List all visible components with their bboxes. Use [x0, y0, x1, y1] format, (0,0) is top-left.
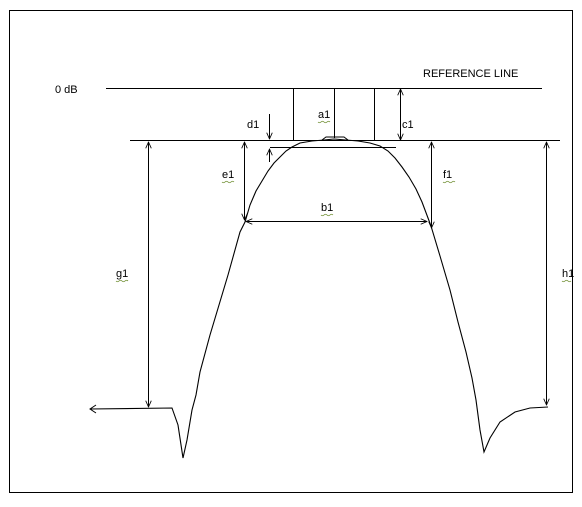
f1-underline — [442, 180, 456, 184]
label-e1: e1 — [222, 169, 234, 181]
diagram-border — [9, 10, 573, 493]
label-a1: a1 — [318, 109, 330, 121]
label-g1: g1 — [116, 268, 128, 280]
label-b1: b1 — [321, 202, 333, 214]
response-curve — [89, 138, 549, 459]
b1-underline — [320, 213, 334, 217]
zero-db-label: 0 dB — [55, 84, 78, 96]
e1-underline — [221, 180, 235, 184]
curve-peak — [321, 136, 349, 141]
g1-underline — [115, 279, 129, 283]
reference-line-label: REFERENCE LINE — [423, 68, 518, 80]
label-f1: f1 — [443, 169, 452, 181]
label-c1: c1 — [402, 119, 414, 131]
label-h1: h1 — [562, 268, 574, 280]
h1-underline — [561, 279, 572, 283]
label-d1: d1 — [247, 119, 259, 131]
a1-underline — [317, 120, 331, 124]
curve-left-arrowhead — [89, 404, 97, 414]
